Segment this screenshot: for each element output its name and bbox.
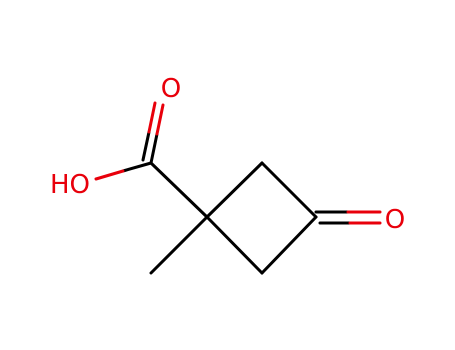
ring-bond-c4-c1 bbox=[205, 215, 264, 275]
bonds bbox=[94, 101, 382, 275]
ring-bond-c3-c4 bbox=[260, 215, 318, 275]
hydroxyl-label: HO bbox=[50, 170, 90, 200]
hydroxyl-bond-carbon bbox=[121, 161, 153, 173]
methyl-bond bbox=[149, 215, 209, 275]
acid-double-bond-a-carbon bbox=[149, 132, 159, 165]
acid-double-bond-a-oxygen bbox=[155, 103, 165, 136]
acid-double-bond-b-carbon bbox=[141, 130, 151, 162]
acid-carbonyl-oxygen-label: O bbox=[161, 74, 181, 104]
ring-bond-c2-c3 bbox=[260, 161, 318, 219]
carboxyl-bond bbox=[149, 161, 209, 219]
acid-double-bond-b-oxygen bbox=[147, 101, 157, 134]
ring-bond-c1-c2 bbox=[205, 161, 264, 219]
atom-labels: O HO O bbox=[50, 74, 405, 235]
hydroxyl-bond-oxygen bbox=[94, 169, 125, 181]
ketone-oxygen-label: O bbox=[385, 205, 405, 235]
